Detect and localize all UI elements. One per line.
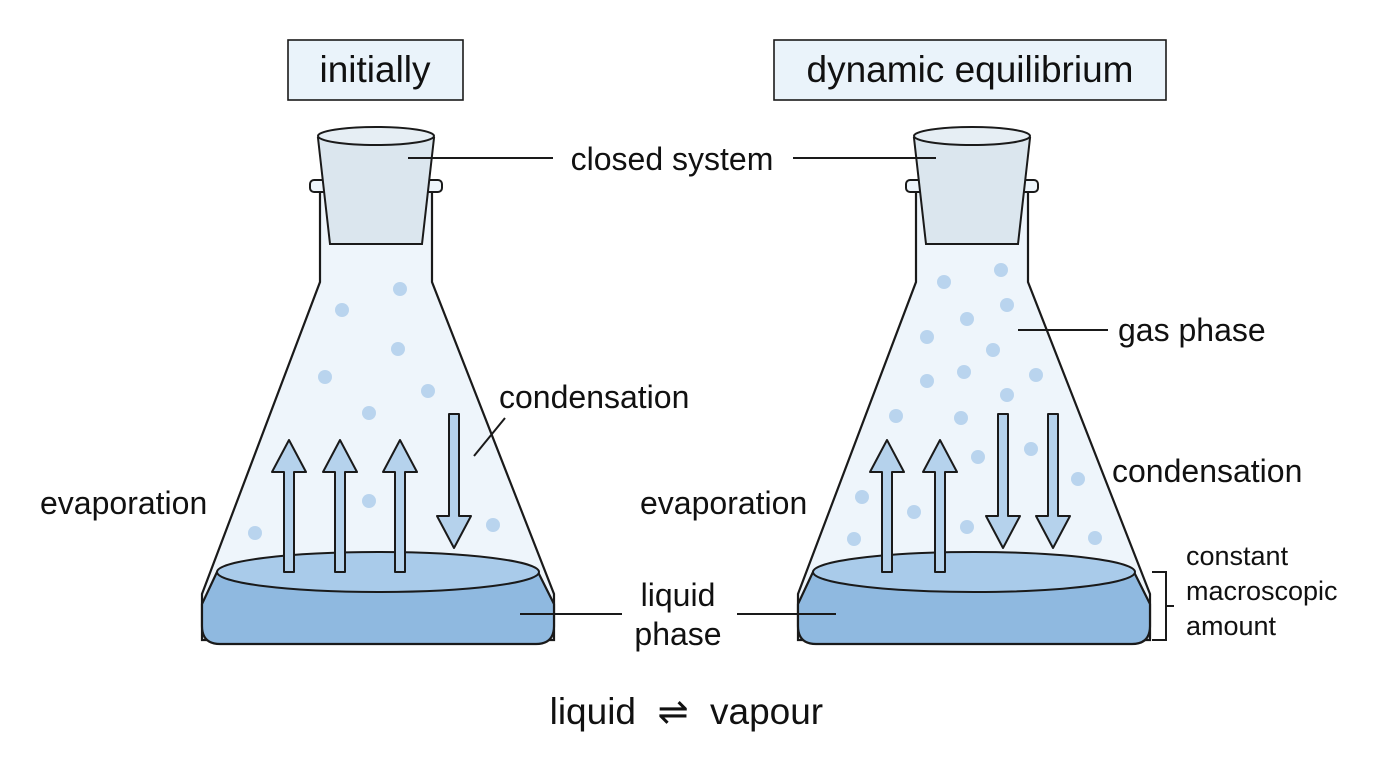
right-title: dynamic equilibrium bbox=[807, 49, 1134, 90]
left-liquid-surface bbox=[216, 551, 540, 593]
evaporation-arrow-up bbox=[322, 439, 358, 573]
vapour-particle bbox=[318, 370, 332, 384]
vapour-particle bbox=[335, 303, 349, 317]
right-condensation-arrows bbox=[985, 413, 1071, 549]
vapour-particle bbox=[920, 330, 934, 344]
vapour-particle bbox=[486, 518, 500, 532]
left-stopper bbox=[316, 137, 436, 245]
vapour-particle bbox=[889, 409, 903, 423]
liquid-phase-label-line2: phase bbox=[634, 616, 721, 652]
vapour-particle bbox=[920, 374, 934, 388]
equilibrium-equation: liquid ⇌ vapour bbox=[550, 691, 824, 732]
right-stopper-top bbox=[913, 126, 1031, 146]
evaporation-arrow-up bbox=[869, 439, 905, 573]
constant-amount-bracket bbox=[1152, 571, 1174, 641]
vapour-particle bbox=[391, 342, 405, 356]
vapour-particle bbox=[954, 411, 968, 425]
condensation-arrow-down bbox=[1035, 413, 1071, 549]
vapour-particle bbox=[1071, 472, 1085, 486]
left-condensation-leader bbox=[473, 417, 506, 457]
right-panel: dynamic equilibrium bbox=[640, 39, 1338, 646]
left-stopper-top bbox=[317, 126, 435, 146]
right-liquid bbox=[796, 570, 1152, 646]
vapour-particle bbox=[986, 343, 1000, 357]
right-evaporation-arrows bbox=[869, 439, 958, 573]
right-vapour-particles bbox=[847, 263, 1102, 546]
vapour-particle bbox=[1000, 298, 1014, 312]
vapour-particle bbox=[960, 520, 974, 534]
evaporation-arrow-up bbox=[271, 439, 307, 573]
liquid-phase-label-line1: liquid bbox=[641, 577, 716, 613]
right-condensation-label: condensation bbox=[1112, 453, 1302, 489]
vapour-particle bbox=[421, 384, 435, 398]
right-stopper bbox=[912, 137, 1032, 245]
left-title-box bbox=[287, 39, 464, 101]
right-title-box bbox=[773, 39, 1167, 101]
vapour-particle bbox=[847, 532, 861, 546]
vapour-particle bbox=[362, 406, 376, 420]
vapour-particle bbox=[1029, 368, 1043, 382]
equation-right: vapour bbox=[710, 691, 823, 732]
vapour-particle bbox=[1000, 388, 1014, 402]
vapour-particle bbox=[960, 312, 974, 326]
equation-left: liquid bbox=[550, 691, 636, 732]
left-condensation-label: condensation bbox=[499, 379, 689, 415]
vapour-particle bbox=[937, 275, 951, 289]
constant-label-line3: amount bbox=[1186, 611, 1277, 641]
left-evaporation-label: evaporation bbox=[40, 485, 207, 521]
condensation-arrow-down bbox=[985, 413, 1021, 549]
vapour-particle bbox=[362, 494, 376, 508]
right-liquid-surface bbox=[812, 551, 1136, 593]
constant-label-line1: constant bbox=[1186, 541, 1289, 571]
right-flask bbox=[796, 126, 1152, 646]
vapour-particle bbox=[971, 450, 985, 464]
equilibrium-arrow-icon: ⇌ bbox=[657, 691, 688, 732]
left-title: initially bbox=[319, 49, 431, 90]
vapour-particle bbox=[393, 282, 407, 296]
constant-label-line2: macroscopic bbox=[1186, 576, 1338, 606]
left-panel: initially bbox=[40, 39, 689, 646]
right-evaporation-label: evaporation bbox=[640, 485, 807, 521]
evaporation-arrow-up bbox=[922, 439, 958, 573]
left-vapour-particles bbox=[248, 282, 500, 540]
vapour-particle bbox=[907, 505, 921, 519]
left-liquid bbox=[200, 570, 556, 646]
left-evaporation-arrows bbox=[271, 439, 418, 573]
vapour-particle bbox=[1024, 442, 1038, 456]
vapour-particle bbox=[994, 263, 1008, 277]
vapour-particle bbox=[248, 526, 262, 540]
evaporation-arrow-up bbox=[382, 439, 418, 573]
vapour-particle bbox=[855, 490, 869, 504]
vapour-particle bbox=[1088, 531, 1102, 545]
gas-phase-label: gas phase bbox=[1118, 312, 1266, 348]
vapour-particle bbox=[957, 365, 971, 379]
closed-system-label: closed system bbox=[571, 141, 774, 177]
left-condensation-arrow-down bbox=[436, 413, 472, 549]
